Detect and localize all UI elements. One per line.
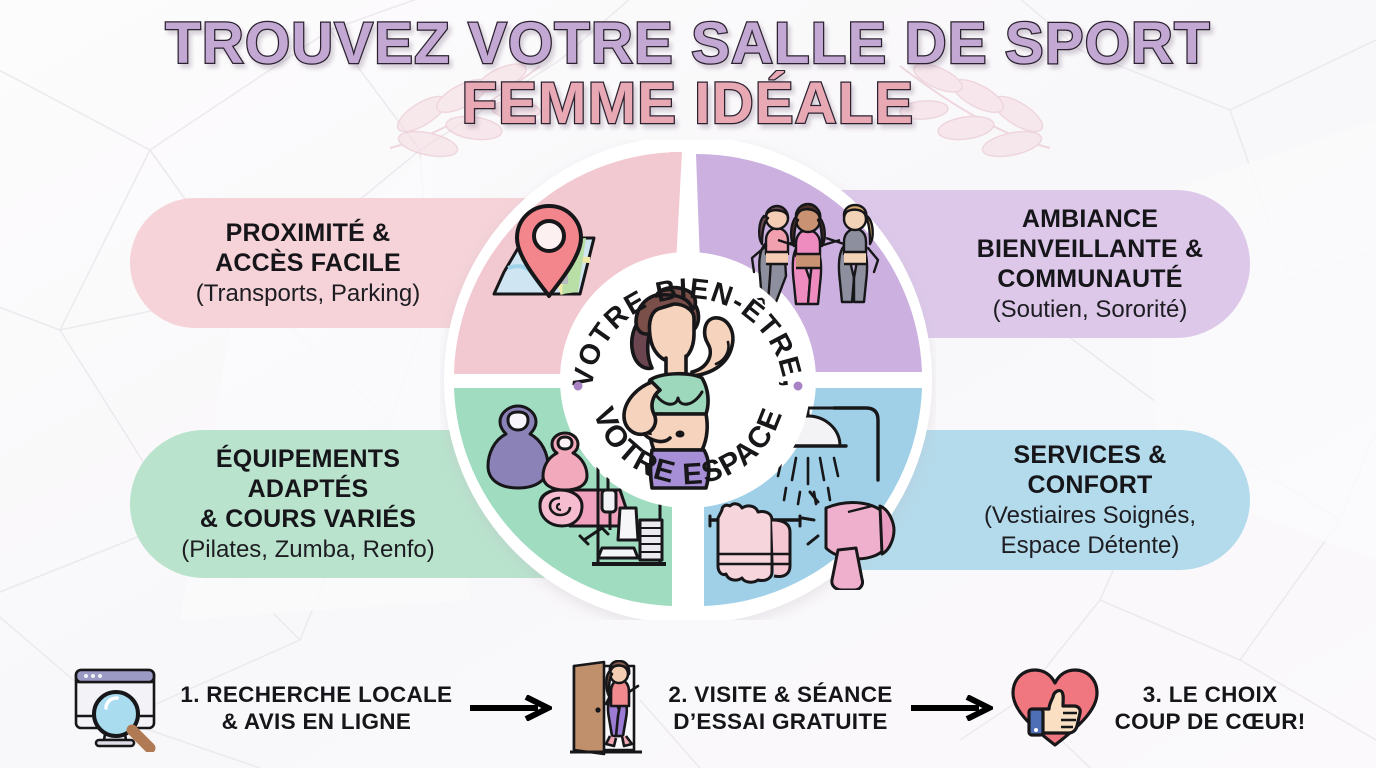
pill-subtitle: (Transports, Parking): [195, 279, 421, 307]
pill-subtitle: (Pilates, Zumba, Renfo): [181, 535, 435, 563]
pill-subtitle: (Vestiaires Soignés, Espace Détente): [983, 501, 1197, 559]
step-label: 1. RECHERCHE LOCALE & AVIS EN LIGNE: [180, 682, 453, 734]
pill-title: SERVICES & CONFORT: [1013, 440, 1167, 499]
step-label: 2. VISITE & SÉANCE D’ESSAI GRATUITE: [668, 682, 893, 734]
steps-row: 1. RECHERCHE LOCALE & AVIS EN LIGNE: [0, 648, 1376, 768]
center-badge: VOTRE BIEN-ÊTRE, VOTRE ESPACE: [566, 264, 810, 508]
title-line-2: FEMME IDÉALE: [460, 71, 915, 136]
step-label: 3. LE CHOIX COUP DE CŒUR!: [1114, 682, 1306, 734]
badge-dot-left: [573, 381, 583, 391]
pill-subtitle: (Soutien, Sororité): [992, 295, 1188, 323]
page-title: TROUVEZ VOTRE SALLE DE SPORT FEMME IDÉAL…: [0, 11, 1376, 136]
step-1[interactable]: 1. RECHERCHE LOCALE & AVIS EN LIGNE: [70, 664, 452, 752]
arrow-right-icon: [470, 695, 553, 721]
pill-title: PROXIMITÉ & ACCÈS FACILE: [215, 218, 401, 277]
badge-dot-right: [793, 381, 803, 391]
step-2[interactable]: 2. VISITE & SÉANCE D’ESSAI GRATUITE: [568, 660, 892, 756]
heart-thumbs-up-icon: [1010, 668, 1099, 747]
open-door-person-icon: [570, 660, 643, 756]
step-3[interactable]: 3. LE CHOIX COUP DE CŒUR!: [1009, 665, 1306, 751]
pill-title: ÉQUIPEMENTS ADAPTÉS & COURS VARIÉS: [199, 444, 417, 533]
arrow-right-icon: [910, 695, 993, 721]
monitor-search-icon: [75, 668, 156, 752]
title-line-1: TROUVEZ VOTRE SALLE DE SPORT: [164, 11, 1211, 76]
pill-title: AMBIANCE BIENVEILLANTE & COMMUNAUTÉ: [976, 204, 1204, 293]
